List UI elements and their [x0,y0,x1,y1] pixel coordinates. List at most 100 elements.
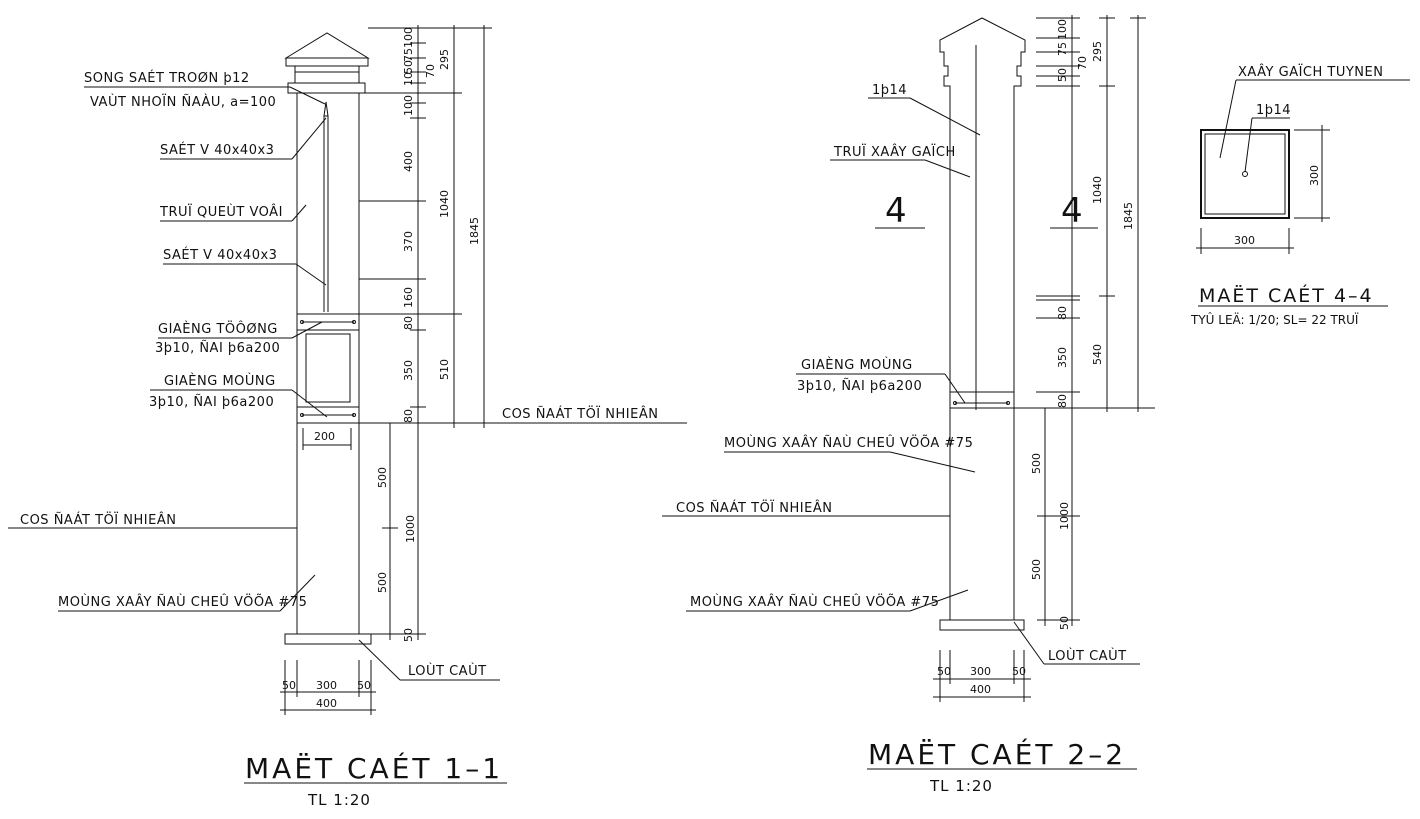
label-2-giang-mong-text-2: 3þ10, ÑAI þ6a200 [797,378,922,394]
label-cos-left-text: COS ÑAÁT TÖÏ NHIEÂN [20,511,176,528]
label-tru-quet-voi-text: TRUÏ QUEÙT VOÂI [159,204,283,220]
dim-2-d295: 295 [1091,41,1104,62]
dim-d75: 75 [402,48,415,62]
dim-2-d80a: 80 [1056,306,1069,320]
section-1-1: SONG SAÉT TROØN þ12 VAÙT NHOÏN ÑAÀU, a=1… [8,25,687,809]
dim-2-b400: 400 [970,683,991,696]
label-sat-v-bottom: SAÉT V 40x40x3 [163,247,327,286]
stone-foundation [284,423,372,645]
label-4-rebar: 1þ14 [1244,103,1291,173]
label-lot-cat-text: LOÙT CAÙT [408,663,487,679]
dim-2-d50c: 50 [1058,616,1071,630]
dim-200: 200 [302,428,352,450]
wall-beam [296,313,360,331]
section-4-4: XAÂY GAÏCH TUYNEN 1þ14 300 300 MAËT CAÉT… [1190,64,1410,327]
section-4-title-block: MAËT CAÉT 4–4 TYÛ LEÄ: 1/20; SL= 22 TRUÏ [1190,284,1388,327]
dim-chain-1-aux: 70 [382,64,437,640]
section-mark-left-text: 4 [885,191,907,231]
label-2-tru-xay: TRUÏ XAÂY GAÏCH [830,144,971,178]
section-4-scale: TYÛ LEÄ: 1/20; SL= 22 TRUÏ [1190,312,1359,327]
pillar-shaft [296,93,360,314]
dim-b50b: 50 [357,679,371,692]
label-lot-cat: LOÙT CAÙT [358,639,500,681]
label-cos-right-text: COS ÑAÁT TÖÏ NHIEÂN [502,405,658,422]
dim-d1845: 1845 [468,217,481,245]
dim-4-height-text: 300 [1308,165,1321,186]
dim-d500b: 500 [376,572,389,593]
dim-2-d70: 70 [1076,56,1089,70]
dim-2-d1845: 1845 [1122,202,1135,230]
dim-b400: 400 [316,697,337,710]
dim-d80b: 80 [402,409,415,423]
dim-200-text: 200 [314,430,335,443]
section-2-2: 4 4 1þ14 TRUÏ XAÂY GAÏCH GIAÈNG MOÙNG 3þ… [662,15,1155,795]
pillar-2-outline [939,17,1026,410]
label-mong-xay-text: MOÙNG XAÂY ÑAÙ CHEÛ VÖÕA #75 [58,593,307,610]
dim-chain-3: 1845 [468,25,492,428]
label-2-rebar: 1þ14 [868,83,981,136]
dim-d50: 50 [402,60,415,74]
label-2-mong-xay-top: MOÙNG XAÂY ÑAÙ CHEÛ VÖÕA #75 [724,434,976,473]
dim-2-d100: 100 [1056,19,1069,40]
label-2-mong-xay-top-text: MOÙNG XAÂY ÑAÙ CHEÛ VÖÕA #75 [724,434,973,451]
dim-2-d350: 350 [1056,347,1069,368]
dim-2-d75: 75 [1056,42,1069,56]
dim-d510: 510 [438,359,451,380]
dim-d50c: 50 [402,628,415,642]
label-giang-tuong-text-2: 3þ10, ÑAI þ6a200 [155,340,280,356]
dim-2-d80b: 80 [1056,394,1069,408]
dim-d100b: 100 [402,95,415,116]
label-4-xay-gach-text: XAÂY GAÏCH TUYNEN [1238,64,1383,80]
infill-wall [296,330,360,407]
label-sat-v-top-text: SAÉT V 40x40x3 [160,142,274,158]
dim-d70: 70 [424,64,437,78]
label-giang-mong-text-1: GIAÈNG MOÙNG [164,373,276,389]
dim-d295: 295 [438,49,451,70]
dim-d400: 400 [402,151,415,172]
label-2-giang-mong-text-1: GIAÈNG MOÙNG [801,357,913,373]
section-4-title: MAËT CAÉT 4–4 [1199,284,1374,307]
iron-bar [323,101,329,312]
section-mark-left: 4 [875,191,925,231]
section-1-title-block: MAËT CAÉT 1–1 TL 1:20 [244,751,507,809]
dim-extension-lines-1 [359,27,492,635]
label-song-sat-text: SONG SAÉT TROØN þ12 [84,70,250,86]
rebar-dot [1242,171,1248,177]
dim-2-d540: 540 [1091,344,1104,365]
dim-4-width: 300 [1196,228,1294,254]
stone-foundation-2 [939,408,1025,631]
dim-d80a: 80 [402,316,415,330]
label-giang-mong-text-2: 3þ10, ÑAI þ6a200 [149,394,274,410]
dim-d10: 10 [402,72,415,86]
section-1-scale: TL 1:20 [307,791,371,809]
label-giang-mong: GIAÈNG MOÙNG 3þ10, ÑAI þ6a200 [149,373,328,418]
dim-d350: 350 [402,360,415,381]
dim-d370: 370 [402,231,415,252]
dim-chain-2: 295 1040 510 [438,25,462,428]
label-2-giang-mong: GIAÈNG MOÙNG 3þ10, ÑAI þ6a200 [796,357,966,404]
label-cos-left: COS ÑAÁT TÖÏ NHIEÂN [20,511,176,528]
dim-2-b50b: 50 [1012,665,1026,678]
dim-2-d1040: 1040 [1091,176,1104,204]
label-2-tru-xay-text: TRUÏ XAÂY GAÏCH [833,144,956,160]
label-vat-nhon: VAÙT NHOÏN ÑAÀU, a=100 [90,94,276,110]
label-2-mong-xay-bottom-text: MOÙNG XAÂY ÑAÙ CHEÛ VÖÕA #75 [690,593,939,610]
label-2-cos: COS ÑAÁT TÖÏ NHIEÂN [676,499,832,516]
dim-2-chain-3: 1845 [1122,15,1146,412]
label-sat-v-bottom-text: SAÉT V 40x40x3 [163,247,277,263]
label-tru-quet-voi: TRUÏ QUEÙT VOÂI [159,204,307,222]
dim-d1000: 1000 [404,515,417,543]
dim-d1040: 1040 [438,190,451,218]
section-1-title: MAËT CAÉT 1–1 [245,751,503,785]
dim-2-d500a: 500 [1030,453,1043,474]
dim-2-d500b: 500 [1030,559,1043,580]
label-song-sat: SONG SAÉT TROØN þ12 [84,70,326,105]
label-2-rebar-text: 1þ14 [872,83,907,98]
label-2-lot-cat: LOÙT CAÙT [1013,621,1140,665]
brick-column-square [1200,129,1290,219]
dim-2-bottom: 50 300 50 400 [933,650,1031,702]
dim-2-b300: 300 [970,665,991,678]
label-4-xay-gach: XAÂY GAÏCH TUYNEN [1219,64,1410,159]
label-vat-nhon-text: VAÙT NHOÏN ÑAÀU, a=100 [90,94,276,110]
